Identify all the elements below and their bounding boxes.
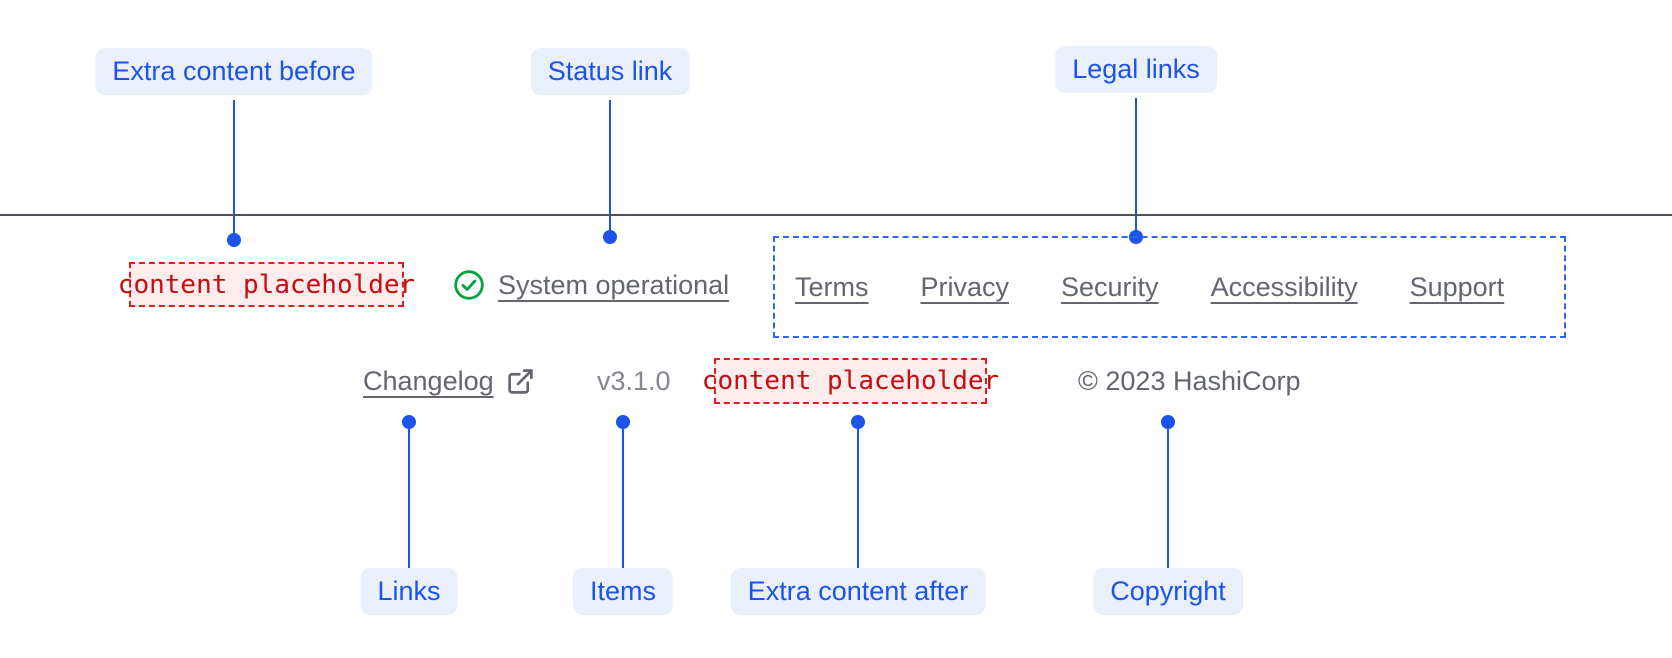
check-circle-icon bbox=[453, 269, 485, 301]
annotation-label-extra-content-before: Extra content before bbox=[95, 48, 373, 95]
legal-links-group: Terms Privacy Security Accessibility Sup… bbox=[773, 236, 1566, 338]
footer-top-border bbox=[0, 214, 1672, 216]
connector-line-copyright bbox=[1167, 425, 1169, 568]
legal-link-terms[interactable]: Terms bbox=[795, 271, 869, 302]
annotation-label-items: Items bbox=[572, 568, 674, 615]
version-item: v3.1.0 bbox=[597, 365, 671, 396]
connector-dot-extra-content-before bbox=[227, 233, 241, 247]
extra-content-before-placeholder: content placeholder bbox=[118, 262, 415, 307]
legal-link-support[interactable]: Support bbox=[1409, 271, 1505, 302]
annotation-label-status-link: Status link bbox=[530, 48, 690, 95]
connector-line-legal-links bbox=[1135, 98, 1137, 236]
connector-dot-links bbox=[402, 415, 416, 429]
status-link-label[interactable]: System operational bbox=[498, 269, 730, 300]
copyright-notice: © 2023 HashiCorp bbox=[1078, 365, 1301, 396]
connector-line-links bbox=[408, 425, 410, 568]
external-link-icon bbox=[506, 367, 535, 396]
annotation-label-legal-links: Legal links bbox=[1055, 46, 1217, 93]
connector-line-extra-content-after bbox=[857, 425, 859, 568]
status-link[interactable]: System operational bbox=[453, 262, 729, 308]
legal-link-security[interactable]: Security bbox=[1061, 271, 1159, 302]
legal-link-accessibility[interactable]: Accessibility bbox=[1210, 271, 1358, 302]
legal-link-privacy[interactable]: Privacy bbox=[920, 271, 1010, 302]
connector-dot-copyright bbox=[1161, 415, 1175, 429]
connector-line-status-link bbox=[609, 100, 611, 238]
connector-line-extra-content-before bbox=[233, 100, 235, 238]
connector-dot-extra-content-after bbox=[851, 415, 865, 429]
changelog-link[interactable]: Changelog bbox=[363, 358, 535, 404]
placeholder-text: content placeholder bbox=[117, 269, 416, 300]
connector-line-items bbox=[622, 425, 624, 568]
connector-dot-status-link bbox=[603, 230, 617, 244]
annotation-label-links: Links bbox=[360, 568, 458, 615]
annotation-label-extra-content-after: Extra content after bbox=[730, 568, 986, 615]
annotation-label-copyright: Copyright bbox=[1093, 568, 1243, 615]
extra-content-after-placeholder: content placeholder bbox=[702, 358, 999, 404]
changelog-link-label[interactable]: Changelog bbox=[363, 365, 494, 396]
connector-dot-items bbox=[616, 415, 630, 429]
placeholder-text: content placeholder bbox=[701, 366, 1000, 396]
